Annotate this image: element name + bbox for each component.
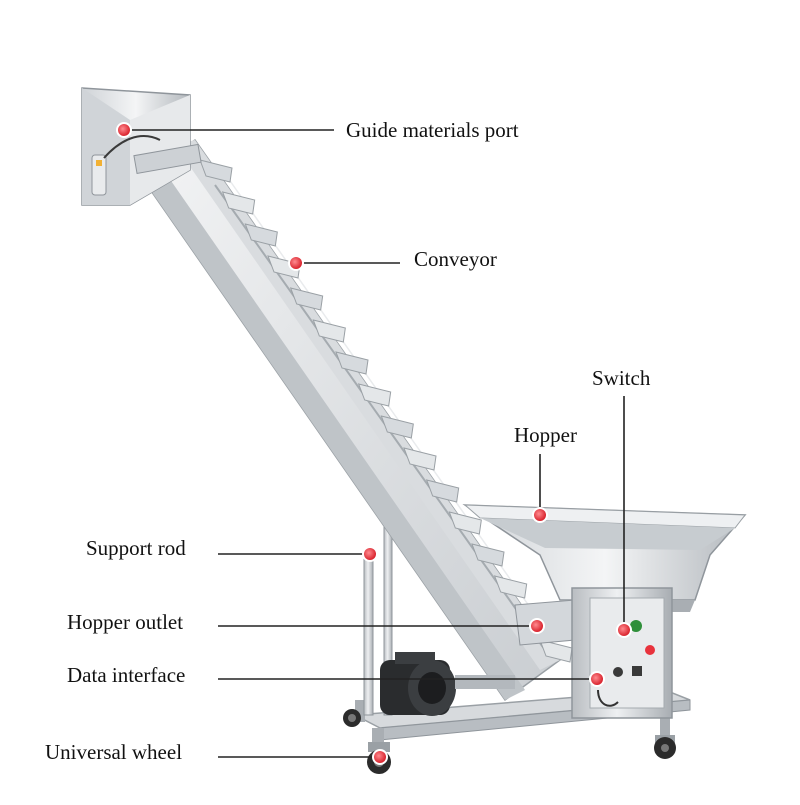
control-box bbox=[571, 587, 673, 719]
universal-wheels bbox=[343, 709, 676, 774]
conveyor-body bbox=[138, 138, 562, 702]
label-conveyor: Conveyor bbox=[414, 247, 497, 271]
marker-data-interface bbox=[589, 671, 605, 687]
discharge-head bbox=[81, 87, 202, 206]
label-guide-materials-port: Guide materials port bbox=[346, 118, 519, 142]
markers bbox=[116, 122, 632, 765]
conveyor-bucket bbox=[289, 287, 324, 311]
conveyor-bucket bbox=[493, 575, 528, 599]
marker-switch bbox=[616, 622, 632, 638]
marker-conveyor bbox=[288, 255, 304, 271]
label-support-rod: Support rod bbox=[86, 536, 186, 560]
conveyor-bucket bbox=[335, 351, 369, 375]
conveyor-bucket bbox=[471, 543, 505, 567]
conveyor-bucket bbox=[448, 511, 482, 535]
leader-lines bbox=[124, 129, 625, 758]
conveyor-bucket bbox=[403, 447, 437, 471]
hopper-outlet-chute bbox=[514, 599, 576, 646]
conveyor-bucket bbox=[380, 415, 414, 439]
conveyor-bucket bbox=[199, 159, 233, 183]
wheel-front-right bbox=[654, 735, 676, 759]
conveyor-bucket bbox=[539, 639, 573, 663]
marker-universal-wheel bbox=[372, 749, 388, 765]
label-universal-wheel: Universal wheel bbox=[45, 740, 183, 764]
wheel-back-left bbox=[343, 709, 361, 727]
label-hopper: Hopper bbox=[514, 423, 577, 447]
label-switch: Switch bbox=[592, 366, 651, 390]
marker-support-rod bbox=[362, 546, 378, 562]
conveyor-bucket bbox=[357, 383, 392, 407]
marker-hopper bbox=[532, 507, 548, 523]
conveyor-bucket bbox=[425, 479, 460, 503]
marker-hopper-outlet bbox=[529, 618, 545, 634]
label-hopper-outlet: Hopper outlet bbox=[67, 610, 184, 634]
conveyor-bucket bbox=[312, 319, 346, 343]
conveyor-bucket bbox=[221, 191, 256, 215]
marker-guide-materials-port bbox=[116, 122, 132, 138]
conveyor-bucket bbox=[244, 223, 278, 247]
label-data-interface: Data interface bbox=[67, 663, 186, 687]
